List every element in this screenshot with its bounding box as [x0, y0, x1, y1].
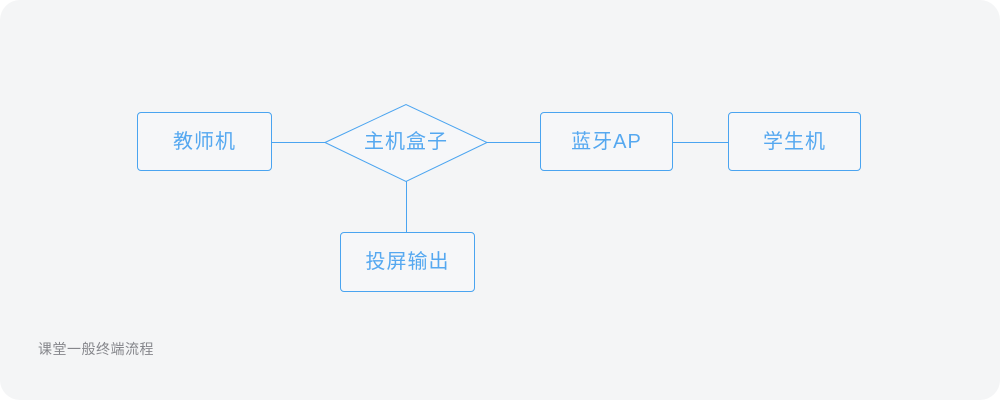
node-bluetooth-ap: 蓝牙AP	[540, 112, 673, 171]
node-student-label: 学生机	[763, 130, 826, 153]
node-screen-output: 投屏输出	[340, 232, 475, 292]
node-teacher: 教师机	[137, 112, 272, 171]
node-host-box: 主机盒子	[336, 122, 476, 162]
diagram-caption: 课堂一般终端流程	[38, 341, 154, 357]
node-teacher-label: 教师机	[173, 130, 236, 153]
node-host-box-label: 主机盒子	[364, 131, 448, 153]
node-student: 学生机	[728, 112, 861, 171]
node-bluetooth-ap-label: 蓝牙AP	[571, 130, 642, 153]
node-screen-output-label: 投屏输出	[365, 251, 450, 273]
